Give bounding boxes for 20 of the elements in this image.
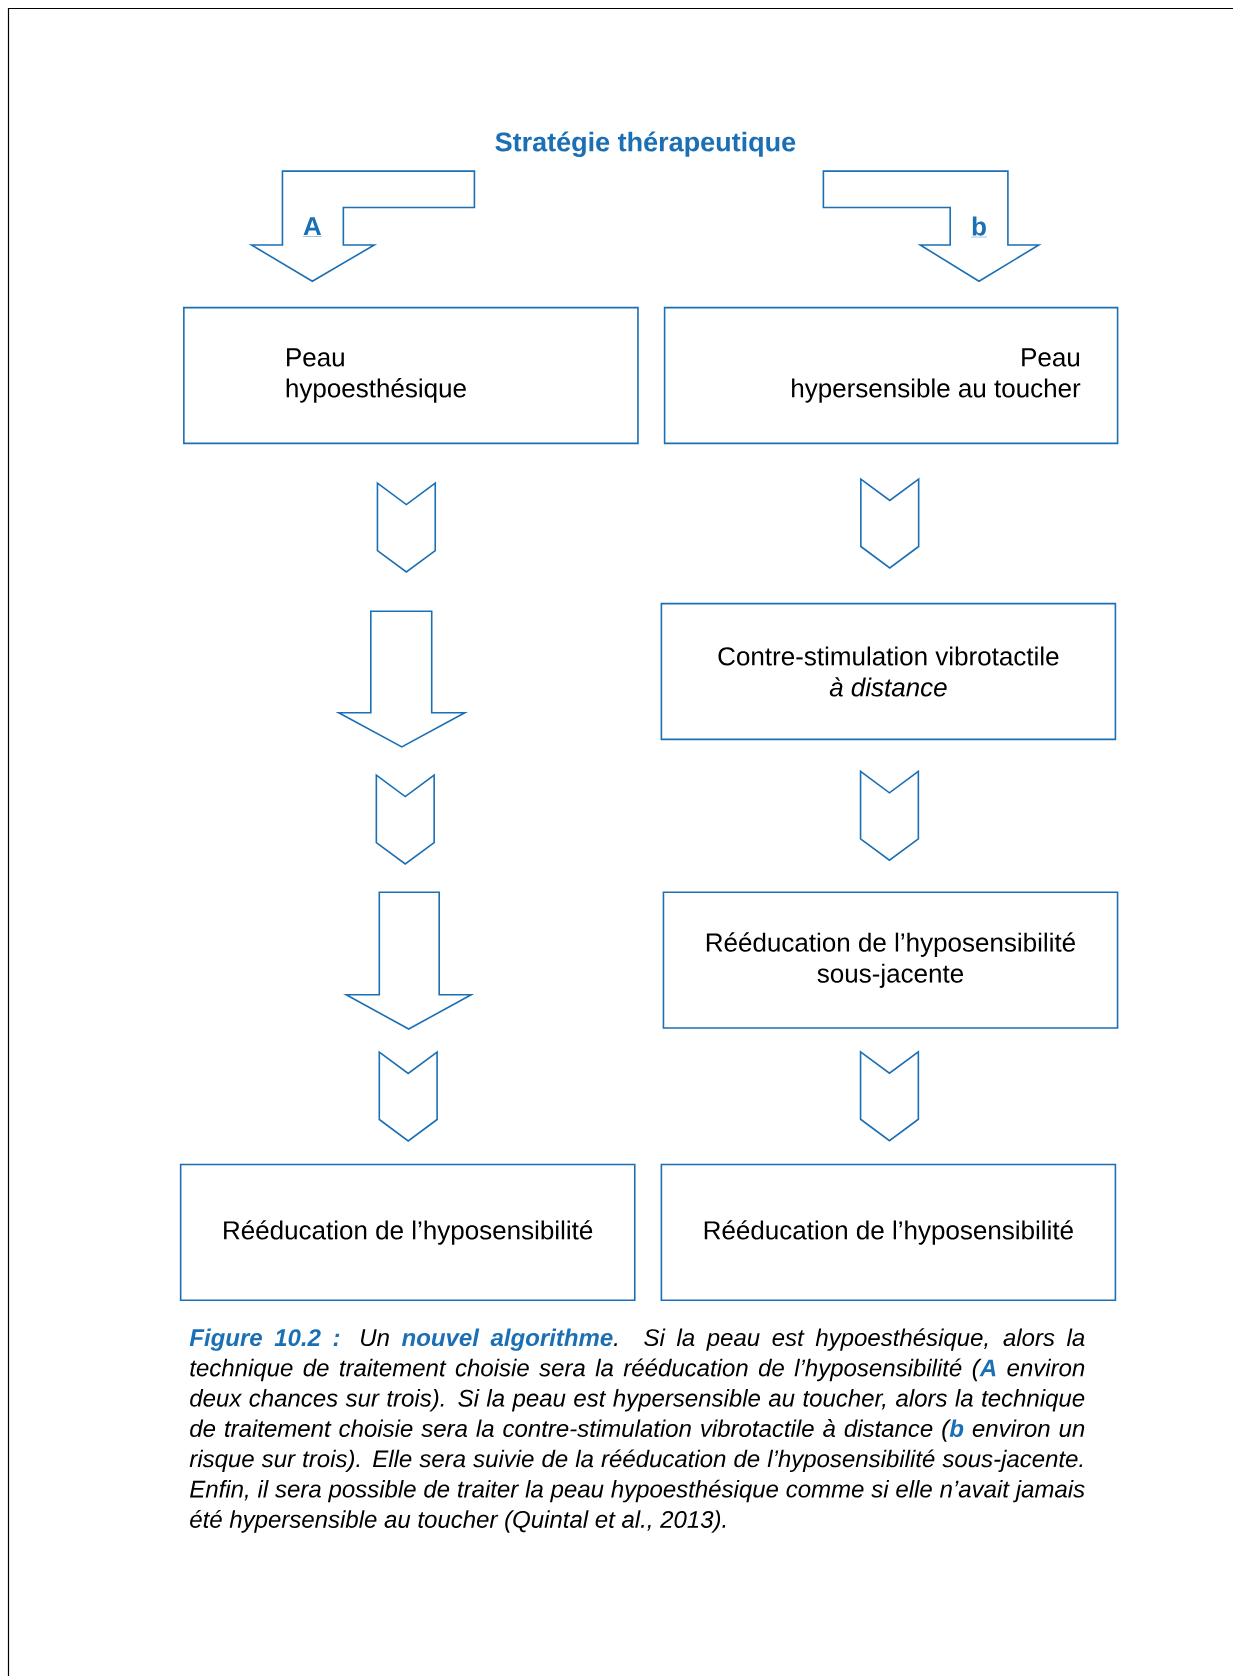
edge-label: b — [970, 216, 988, 238]
block-arrow — [335, 610, 468, 748]
chevron-arrow — [375, 773, 435, 865]
block-arrow — [343, 891, 475, 1030]
bent-arrow — [822, 170, 1042, 283]
caption: Figure 10.2 : Un nouvel algorithme. Si la peau est hypoesthésique, alors la technique de traitement choisie sera la rééducation de l’hyposensibilité (A environ deux chances sur trois). Si la peau est hypersensible au toucher, alors la technique de traitement choisie sera la contre-stimulation vibrotactile à distance (b environ un risque sur trois). Elle sera suivie de la rééducation de l’hyposensibilité sous-jacente. Enfin, il sera possible de traiter la peau hypoesthésique comme si elle n’avait jamais été hypersensible au toucher (Quintal et al., 2013). — [189, 1328, 1085, 1533]
chevron-arrow — [378, 1050, 438, 1142]
process-box: Peau hypersensible au toucher — [663, 306, 1119, 445]
edge-label: A — [302, 217, 322, 237]
title: Stratégie thérapeutique — [495, 131, 796, 157]
process-box: Peau hypoesthésique — [183, 306, 639, 445]
chevron-arrow — [859, 769, 920, 862]
process-box: Rééducation de l’hyposensibilité — [660, 1163, 1117, 1302]
process-box: Contre-stimulation vibrotactile à distance — [660, 602, 1117, 741]
chevron-arrow — [860, 477, 920, 569]
chevron-arrow — [859, 1050, 920, 1142]
bent-arrow — [248, 170, 476, 283]
process-box: Rééducation de l’hyposensibilité sous-jacente — [662, 891, 1119, 1029]
chevron-arrow — [376, 481, 437, 573]
process-box: Rééducation de l’hyposensibilité — [179, 1163, 636, 1302]
